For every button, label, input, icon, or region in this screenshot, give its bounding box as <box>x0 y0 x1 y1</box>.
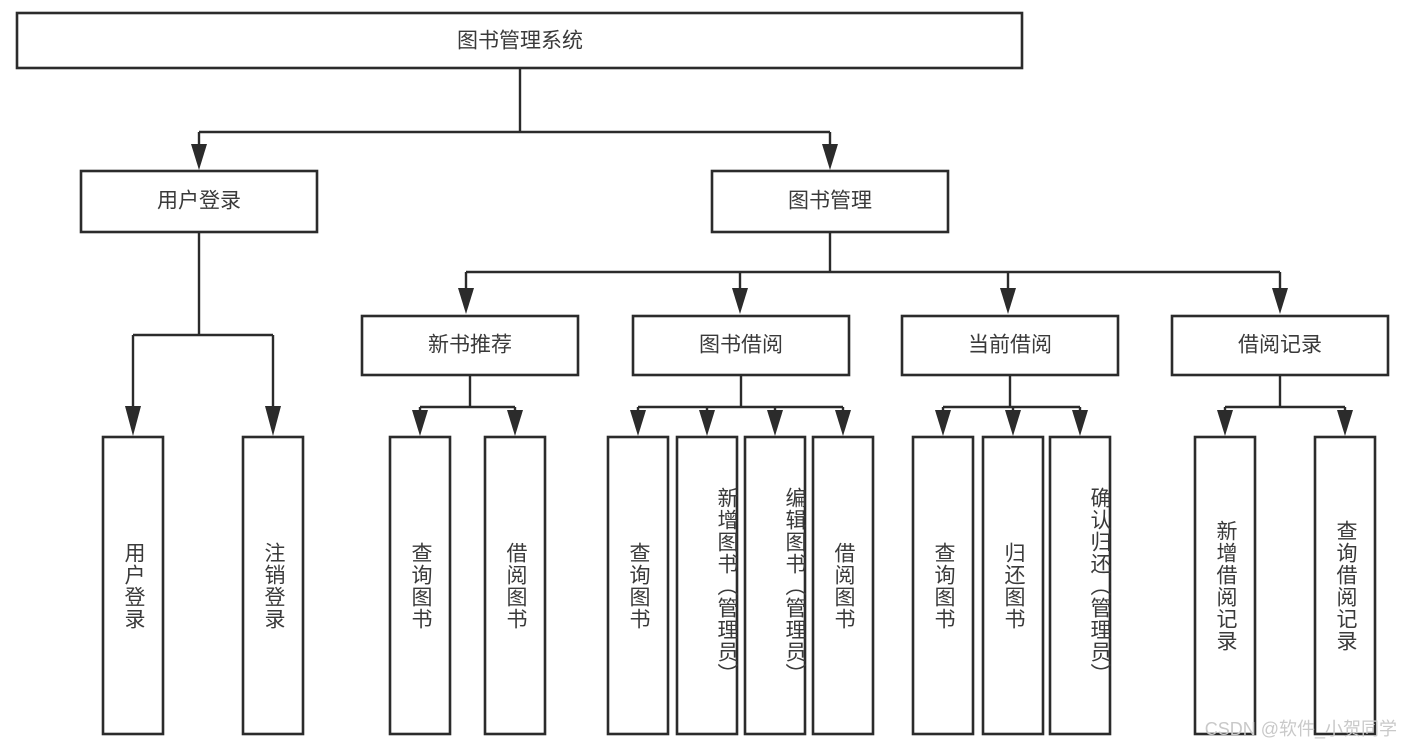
node-box-current-borrow[interactable] <box>900 314 1120 377</box>
arrow-root-to-user-login <box>191 144 207 170</box>
arrow-new-book-leaf-1 <box>412 410 428 436</box>
node-label-current-borrow: 当前借阅 <box>968 334 1052 357</box>
node-box-leaf-user-login-2[interactable] <box>241 435 305 736</box>
connector-group-current-borrow <box>935 375 1088 436</box>
node-box-book-borrow[interactable] <box>631 314 851 377</box>
connector-group-book-mgmt <box>458 233 1288 314</box>
connector-group-borrow-record <box>1217 375 1353 436</box>
arrow-borrow-record-leaf-2 <box>1337 410 1353 436</box>
arrow-book-borrow-leaf-2 <box>699 410 715 436</box>
node-box-leaf-current-borrow-2[interactable] <box>981 435 1045 736</box>
arrow-book-borrow-leaf-1 <box>630 410 646 436</box>
arrow-borrow-record-leaf-1 <box>1217 410 1233 436</box>
connector-group-root <box>191 69 838 170</box>
arrow-root-to-book-mgmt <box>822 144 838 170</box>
node-label-book-mgmt: 图书管理 <box>788 190 872 213</box>
arrow-user-login-leaf-1 <box>125 406 141 436</box>
node-label-borrow-record: 借阅记录 <box>1238 334 1322 357</box>
node-box-user-login[interactable] <box>79 169 319 234</box>
arrow-current-borrow-leaf-1 <box>935 410 951 436</box>
node-box-leaf-user-login-1[interactable] <box>101 435 165 736</box>
node-box-leaf-borrow-record-2[interactable] <box>1313 435 1377 736</box>
arrow-user-login-leaf-2 <box>265 406 281 436</box>
arrow-current-borrow-leaf-2 <box>1005 410 1021 436</box>
arrow-current-borrow-leaf-3 <box>1072 410 1088 436</box>
node-box-leaf-book-borrow-3[interactable] <box>743 435 807 736</box>
node-box-borrow-record[interactable] <box>1170 314 1390 377</box>
node-label-root: 图书管理系统 <box>457 30 583 53</box>
connector-group-user-login <box>125 233 281 436</box>
node-box-leaf-book-borrow-4[interactable] <box>811 435 875 736</box>
node-box-leaf-current-borrow-3[interactable] <box>1048 435 1112 736</box>
arrow-new-book-leaf-2 <box>507 410 523 436</box>
node-box-root[interactable] <box>15 11 1024 70</box>
node-box-leaf-book-borrow-1[interactable] <box>606 435 670 736</box>
node-box-leaf-borrow-record-1[interactable] <box>1193 435 1257 736</box>
connector-group-book-borrow <box>630 375 851 436</box>
node-box-leaf-new-book-1[interactable] <box>388 435 452 736</box>
arrow-book-mgmt-to-current-borrow <box>1000 288 1016 314</box>
node-box-book-mgmt[interactable] <box>710 169 950 234</box>
node-label-user-login: 用户登录 <box>157 190 241 213</box>
node-box-new-book-recommend[interactable] <box>360 314 580 377</box>
connector-group-new-book <box>412 375 523 436</box>
node-label-book-borrow: 图书借阅 <box>699 334 783 357</box>
arrow-book-mgmt-to-borrow-record <box>1272 288 1288 314</box>
node-box-leaf-current-borrow-1[interactable] <box>911 435 975 736</box>
node-box-leaf-book-borrow-2[interactable] <box>675 435 739 736</box>
arrow-book-mgmt-to-book-borrow <box>732 288 748 314</box>
node-box-leaf-new-book-2[interactable] <box>483 435 547 736</box>
arrow-book-borrow-leaf-4 <box>835 410 851 436</box>
arrow-book-mgmt-to-new-book <box>458 288 474 314</box>
arrow-book-borrow-leaf-3 <box>767 410 783 436</box>
node-label-new-book-recommend: 新书推荐 <box>428 334 512 357</box>
